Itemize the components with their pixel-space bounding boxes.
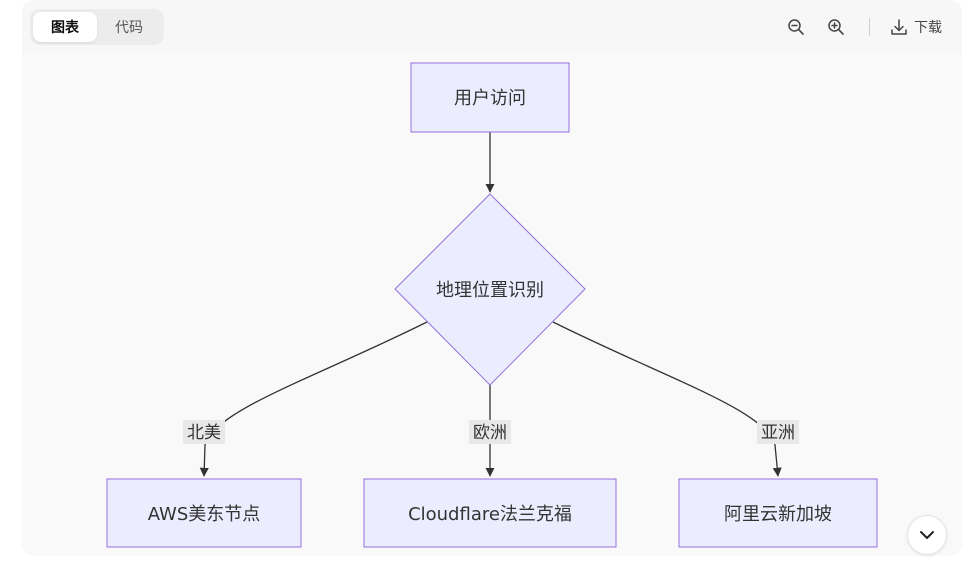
edge-label-middle: 欧洲 (473, 423, 507, 443)
edge-label-bg-left (183, 420, 225, 444)
diagram-panel: 图表 代码 (22, 0, 962, 556)
edge-decision-to-left (199, 321, 428, 477)
view-toggle: 图表 代码 (30, 9, 164, 45)
edge-label-bg-middle (469, 420, 511, 444)
node-decision[interactable]: 地理位置识别 (394, 193, 586, 386)
zoom-out-button[interactable] (783, 14, 809, 40)
node-start-label: 用户访问 (454, 88, 526, 109)
node-right[interactable]: 阿里云新加坡 (678, 478, 878, 548)
edge-label-right: 亚洲 (761, 423, 795, 443)
node-middle[interactable]: Cloudflare法兰克福 (363, 478, 617, 548)
node-decision-label: 地理位置识别 (436, 280, 544, 301)
edge-label-left: 北美 (187, 423, 221, 443)
zoom-out-icon (788, 19, 804, 35)
diagram-canvas: 北美 欧洲 亚洲 用户访问 地理位置识别 AWS美东节点 Cloudflare法… (22, 52, 962, 556)
toolbar-divider (869, 18, 870, 36)
download-button[interactable]: 下载 (890, 17, 942, 37)
flowchart: 北美 欧洲 亚洲 用户访问 地理位置识别 AWS美东节点 Cloudflare法… (106, 62, 878, 548)
toolbar: 图表 代码 (22, 0, 962, 52)
tab-diagram[interactable]: 图表 (33, 12, 97, 42)
tab-code[interactable]: 代码 (115, 20, 143, 36)
toolbar-actions: 下载 (783, 13, 942, 41)
download-icon (891, 19, 907, 35)
zoom-in-button[interactable] (823, 14, 849, 40)
scroll-down-button[interactable] (907, 515, 947, 555)
node-start[interactable]: 用户访问 (410, 62, 570, 133)
download-label: 下载 (914, 20, 942, 36)
edge-decision-to-right (552, 321, 782, 477)
edge-label-bg-right (757, 420, 799, 444)
node-middle-label: Cloudflare法兰克福 (408, 504, 572, 525)
node-left-label: AWS美东节点 (148, 504, 261, 525)
chevron-down-icon (920, 531, 934, 539)
node-right-label: 阿里云新加坡 (724, 504, 832, 525)
node-left[interactable]: AWS美东节点 (106, 478, 302, 548)
zoom-in-icon (828, 19, 844, 35)
